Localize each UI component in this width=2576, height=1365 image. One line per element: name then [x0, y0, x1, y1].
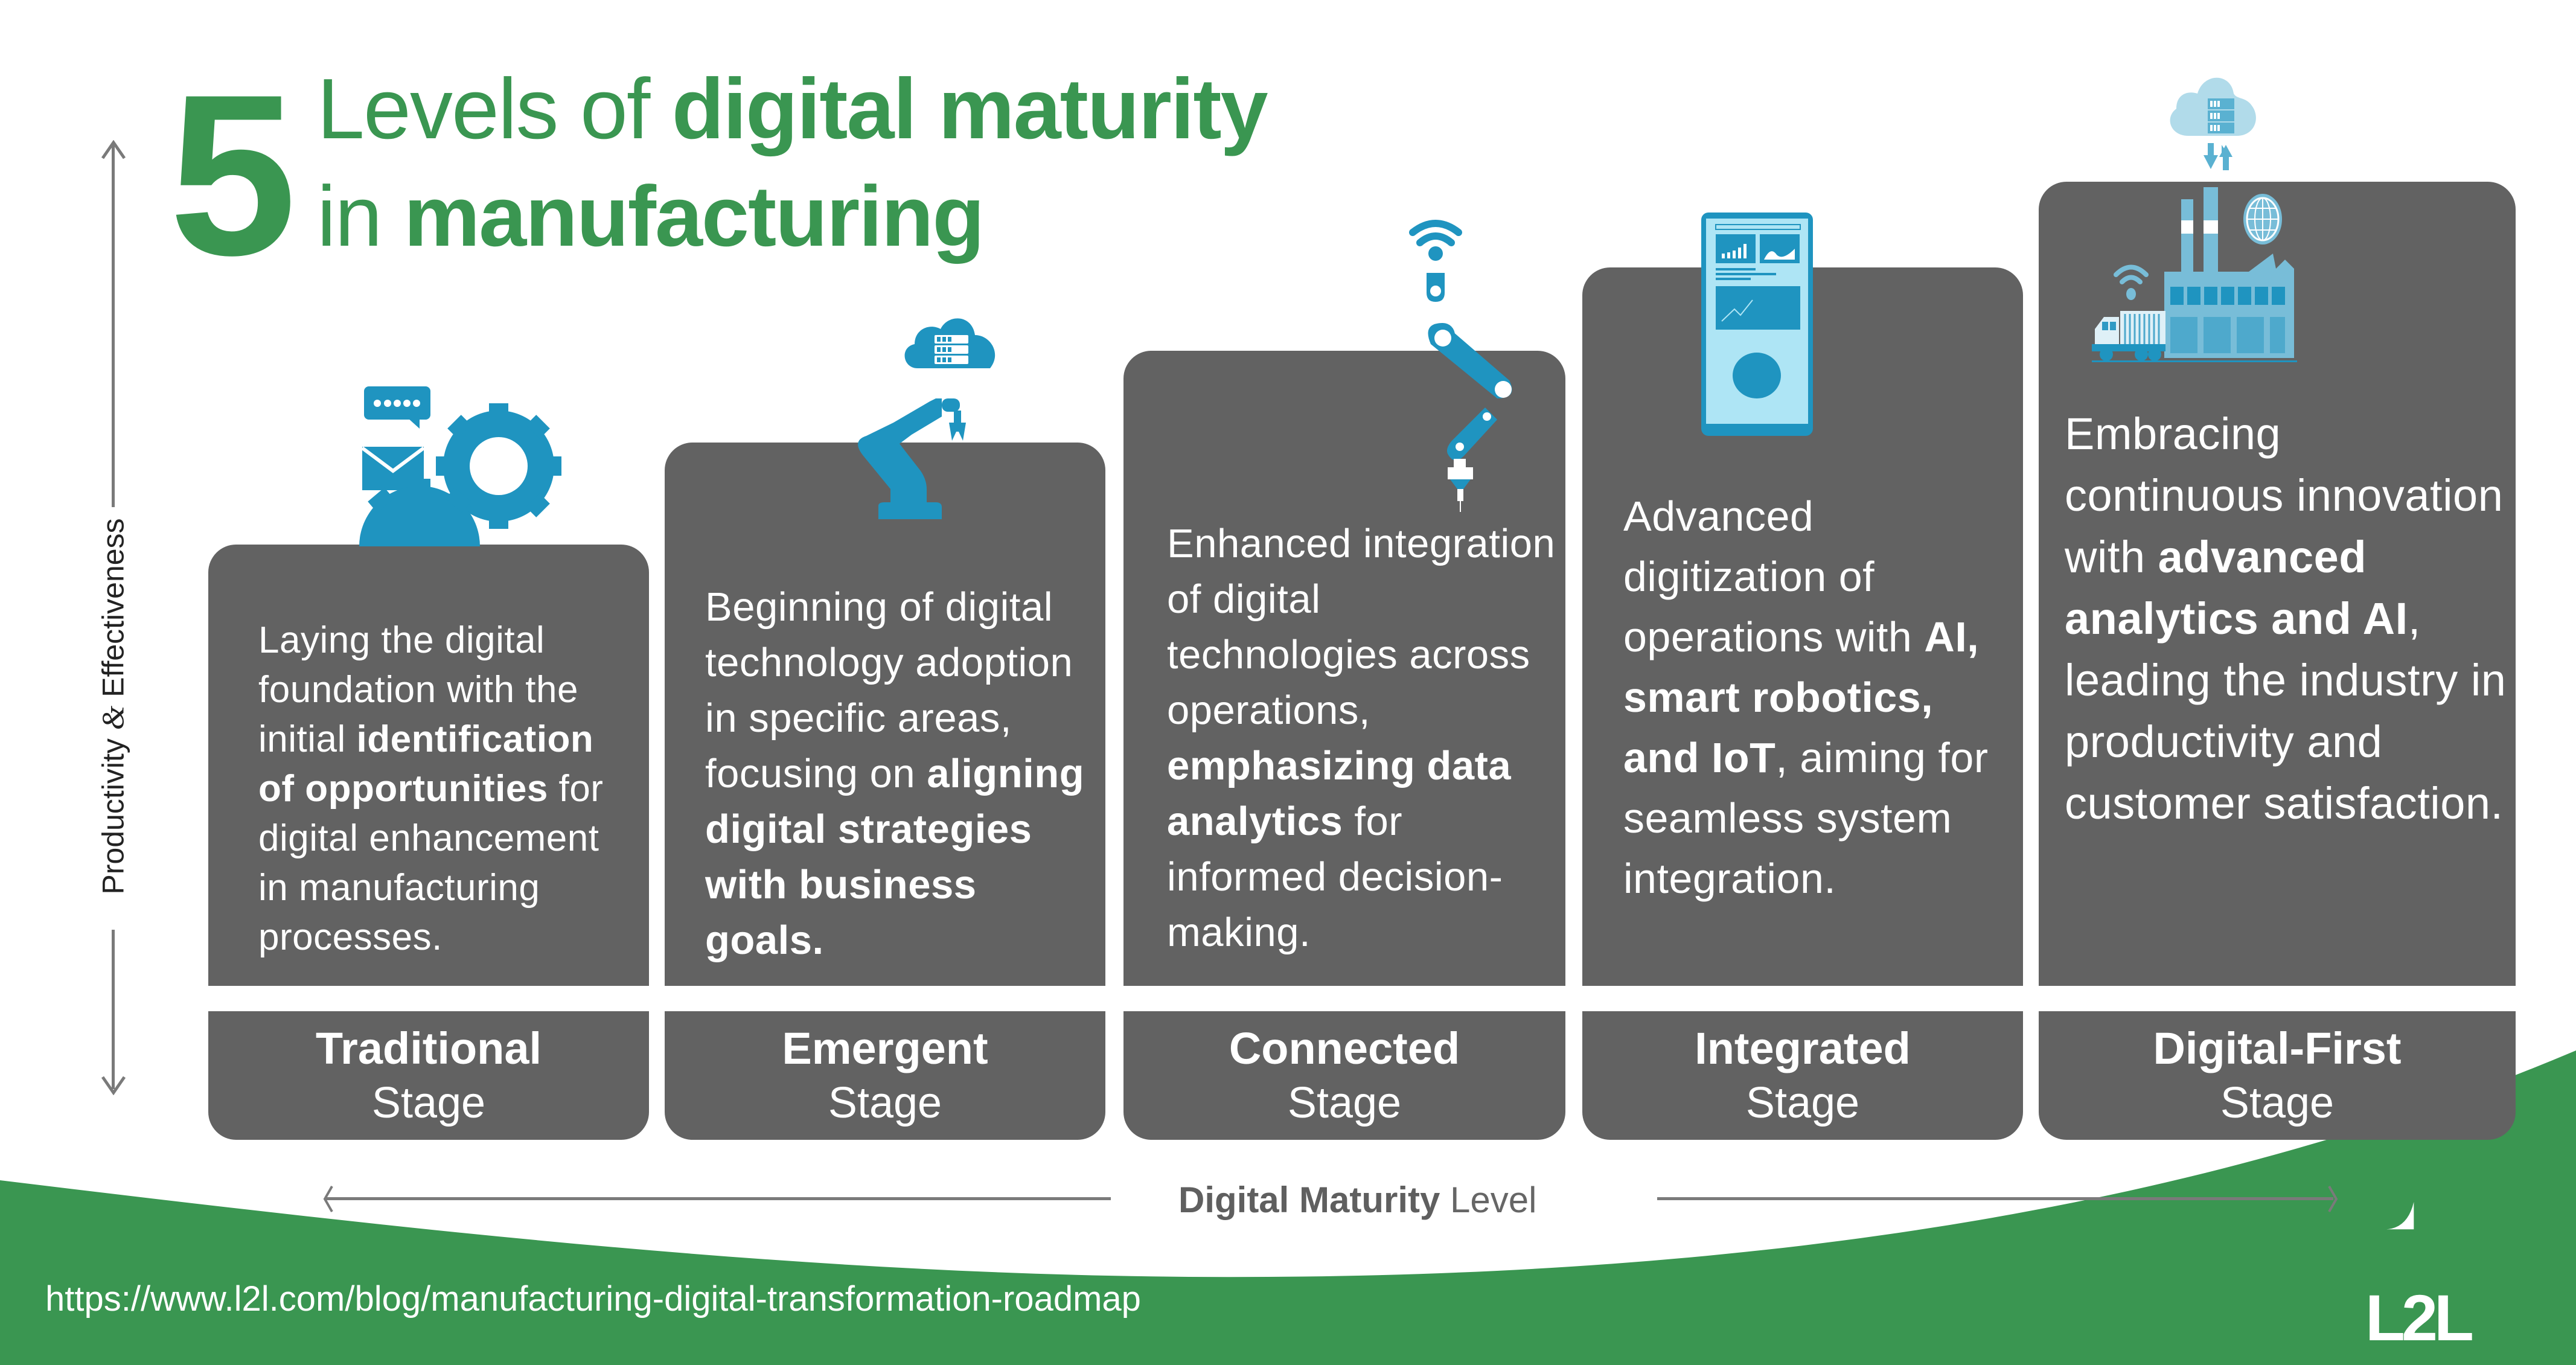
stage-name: Traditional	[315, 1023, 542, 1073]
wifi-robot-arm-icon	[1409, 220, 1512, 512]
stage-description: Laying the digital foundation with the i…	[258, 619, 604, 958]
stage-card-digital-first: Embracing continuous innovation with adv…	[2039, 0, 2516, 1141]
stage-description-box	[665, 443, 1105, 986]
gear-chat-mail-icon	[359, 386, 561, 546]
stage-name: Connected	[1229, 1023, 1460, 1073]
stage-card-emergent: Beginning of digital technology adoption…	[665, 0, 1105, 1141]
stage-label-box: Integrated Stage	[1582, 1011, 2023, 1140]
stage-label-box: Emergent Stage	[665, 1011, 1105, 1140]
stage-name: Digital-First	[2153, 1023, 2402, 1073]
stage-name: Integrated	[1695, 1023, 1911, 1073]
robot-arm-icon	[858, 398, 966, 519]
horizontal-axis-line-right	[1657, 1197, 2333, 1200]
stage-suffix: Stage	[1745, 1079, 1860, 1127]
source-url-link[interactable]: https://www.l2l.com/blog/manufacturing-d…	[45, 1279, 1141, 1319]
stage-description-box	[1123, 351, 1565, 986]
page-title: Levels of digital maturity in manufactur…	[317, 56, 1268, 270]
vertical-axis-label: Productivity & Effectiveness	[96, 518, 131, 895]
stage-suffix: Stage	[2220, 1079, 2335, 1127]
stage-description: Embracing continuous innovation with adv…	[2065, 409, 2507, 828]
title-number: 5	[169, 46, 296, 303]
stage-label-box: Digital-First Stage	[2039, 1011, 2516, 1140]
arrow-right-icon	[2328, 1186, 2338, 1212]
l2l-logo-mark-icon	[2386, 1201, 2414, 1230]
stage-card-connected: Enhanced integration of digital technolo…	[1123, 0, 1565, 1141]
arrow-down-icon	[101, 1076, 126, 1095]
stage-card-traditional: Laying the digital foundation with the i…	[208, 0, 649, 1141]
stage-description-box	[208, 545, 649, 986]
tablet-dashboard-icon	[1701, 213, 1813, 436]
factory-cloud-truck-icon	[2092, 77, 2297, 362]
title-line-2: in manufacturing	[317, 168, 985, 264]
stage-suffix: Stage	[371, 1079, 486, 1127]
horizontal-axis-line-left	[326, 1197, 1111, 1200]
horizontal-axis-label: Digital Maturity Level	[1178, 1180, 1537, 1220]
stage-description: Advanced digitization of operations with…	[1623, 493, 1989, 902]
stage-suffix: Stage	[828, 1079, 942, 1127]
vertical-axis-line-bottom	[112, 930, 115, 1089]
arrow-up-icon	[101, 140, 126, 159]
stage-label-box: Connected Stage	[1123, 1011, 1565, 1140]
title-line-1: Levels of digital maturity	[317, 61, 1268, 157]
l2l-logo-text: L2L	[2365, 1281, 2474, 1354]
stage-card-integrated: Advanced digitization of operations with…	[1582, 0, 2023, 1141]
stage-description: Enhanced integration of digital technolo…	[1167, 521, 1556, 955]
cloud-server-icon	[904, 318, 996, 368]
stage-description: Beginning of digital technology adoption…	[705, 584, 1085, 963]
arrow-left-icon	[323, 1186, 333, 1212]
vertical-axis-line-top	[112, 145, 115, 507]
stage-name: Emergent	[782, 1023, 988, 1073]
stage-label-box: Traditional Stage	[208, 1011, 649, 1140]
stage-suffix: Stage	[1287, 1079, 1402, 1127]
